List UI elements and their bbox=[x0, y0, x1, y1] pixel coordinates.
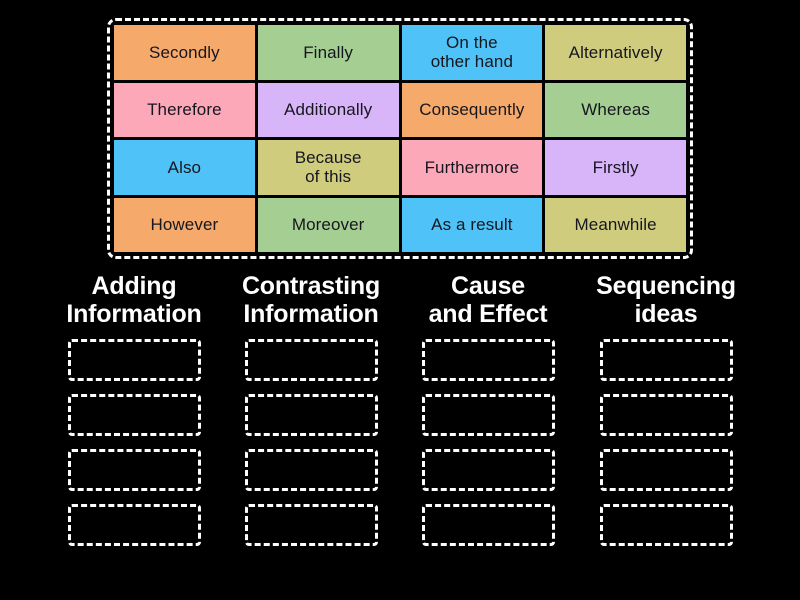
drop-slot[interactable] bbox=[244, 449, 378, 491]
word-tile[interactable]: Also bbox=[114, 140, 255, 195]
category-column: Contrasting Information bbox=[222, 272, 400, 546]
drop-slot[interactable] bbox=[67, 339, 201, 381]
word-tile[interactable]: Firstly bbox=[545, 140, 686, 195]
category-columns: Adding Information Contrasting Informatio… bbox=[0, 272, 800, 582]
drop-slot[interactable] bbox=[67, 504, 201, 546]
word-tile[interactable]: Consequently bbox=[401, 82, 543, 137]
word-tile[interactable]: However bbox=[114, 197, 255, 252]
drop-slot[interactable] bbox=[244, 504, 378, 546]
word-tile[interactable]: On the other hand bbox=[401, 25, 543, 80]
category-column: Cause and Effect bbox=[399, 272, 577, 546]
category-title: Contrasting Information bbox=[241, 272, 381, 328]
category-title: Adding Information bbox=[66, 272, 202, 328]
drop-slot[interactable] bbox=[421, 339, 555, 381]
drop-slot[interactable] bbox=[421, 504, 555, 546]
word-tile[interactable]: Additionally bbox=[257, 82, 399, 137]
drop-slot[interactable] bbox=[421, 394, 555, 436]
word-tile[interactable]: Finally bbox=[257, 25, 399, 80]
category-column: Adding Information bbox=[45, 272, 223, 546]
drop-slot[interactable] bbox=[67, 394, 201, 436]
word-tile[interactable]: Therefore bbox=[114, 82, 255, 137]
category-title: Sequencing ideas bbox=[596, 272, 736, 328]
drop-slot[interactable] bbox=[599, 339, 733, 381]
drop-slot[interactable] bbox=[599, 449, 733, 491]
word-tile[interactable]: Secondly bbox=[114, 25, 255, 80]
word-tile[interactable]: Meanwhile bbox=[545, 197, 686, 252]
drop-slot-stack bbox=[67, 339, 201, 546]
drop-slot[interactable] bbox=[67, 449, 201, 491]
category-title: Cause and Effect bbox=[428, 272, 548, 328]
drop-slot-stack bbox=[421, 339, 555, 546]
drop-slot[interactable] bbox=[421, 449, 555, 491]
drop-slot[interactable] bbox=[599, 394, 733, 436]
word-tile[interactable]: Furthermore bbox=[401, 140, 543, 195]
word-tile[interactable]: As a result bbox=[401, 197, 543, 252]
word-tile[interactable]: Alternatively bbox=[545, 25, 686, 80]
drop-slot-stack bbox=[244, 339, 378, 546]
drop-slot[interactable] bbox=[244, 339, 378, 381]
word-tile[interactable]: Because of this bbox=[257, 140, 399, 195]
word-tile[interactable]: Whereas bbox=[545, 82, 686, 137]
drop-slot-stack bbox=[599, 339, 733, 546]
drop-slot[interactable] bbox=[244, 394, 378, 436]
drop-slot[interactable] bbox=[599, 504, 733, 546]
category-column: Sequencing ideas bbox=[577, 272, 755, 546]
word-tile[interactable]: Moreover bbox=[257, 197, 399, 252]
